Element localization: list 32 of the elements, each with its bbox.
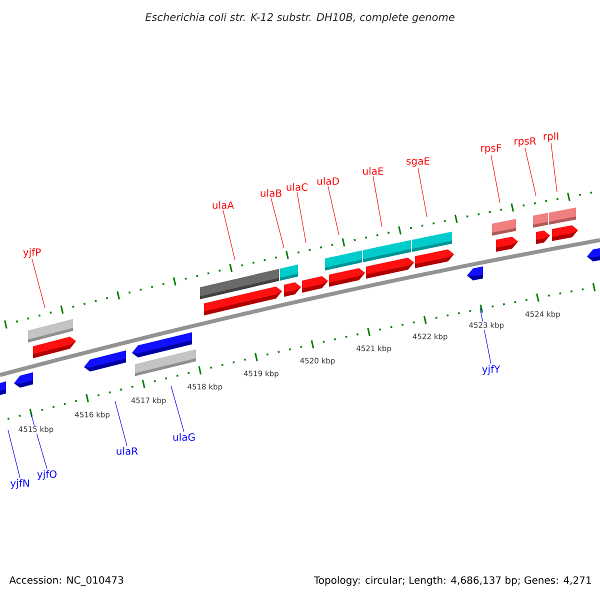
leader-line [32, 258, 46, 308]
leader-line [114, 400, 128, 446]
leader-line [550, 142, 558, 192]
leader-line [490, 154, 500, 204]
gene-label: rplI [544, 132, 558, 142]
leader-line [222, 210, 236, 260]
leader-line [296, 192, 306, 244]
leader-line [418, 168, 428, 218]
leader-line [270, 198, 284, 248]
gene-label: yjfY [482, 365, 500, 375]
gene-label: yjfO [37, 470, 56, 480]
gene-label: ulaR [116, 447, 138, 455]
leader-line [170, 386, 184, 432]
gene-label: yjfP [23, 248, 41, 258]
leader-line [480, 308, 492, 364]
leader-line [328, 186, 340, 236]
leader-line [372, 176, 382, 228]
gene-label: ulaE [363, 167, 384, 175]
gene-label: rpsF [481, 144, 502, 154]
gene-label: ulaG [173, 433, 195, 441]
leader-line [524, 148, 536, 196]
gene-label: ulaC [286, 183, 308, 191]
genome-info-text: Topology: circular; Length: 4,686,137 bp; Genes: 4,271 [314, 576, 591, 586]
gene-label: rpsR [514, 137, 536, 147]
gene-label: ulaD [317, 177, 339, 185]
leader-line [8, 430, 20, 478]
gene-label: ulaA [212, 201, 234, 209]
accession-text: Accession: NC_010473 [9, 576, 124, 586]
gene-label: yjfN [10, 479, 29, 489]
title: Escherichia coli str. K-12 substr. DH10B, complete genome [145, 12, 454, 24]
gene-label: sgaE [406, 157, 430, 167]
gene-label: ulaB [260, 189, 282, 197]
